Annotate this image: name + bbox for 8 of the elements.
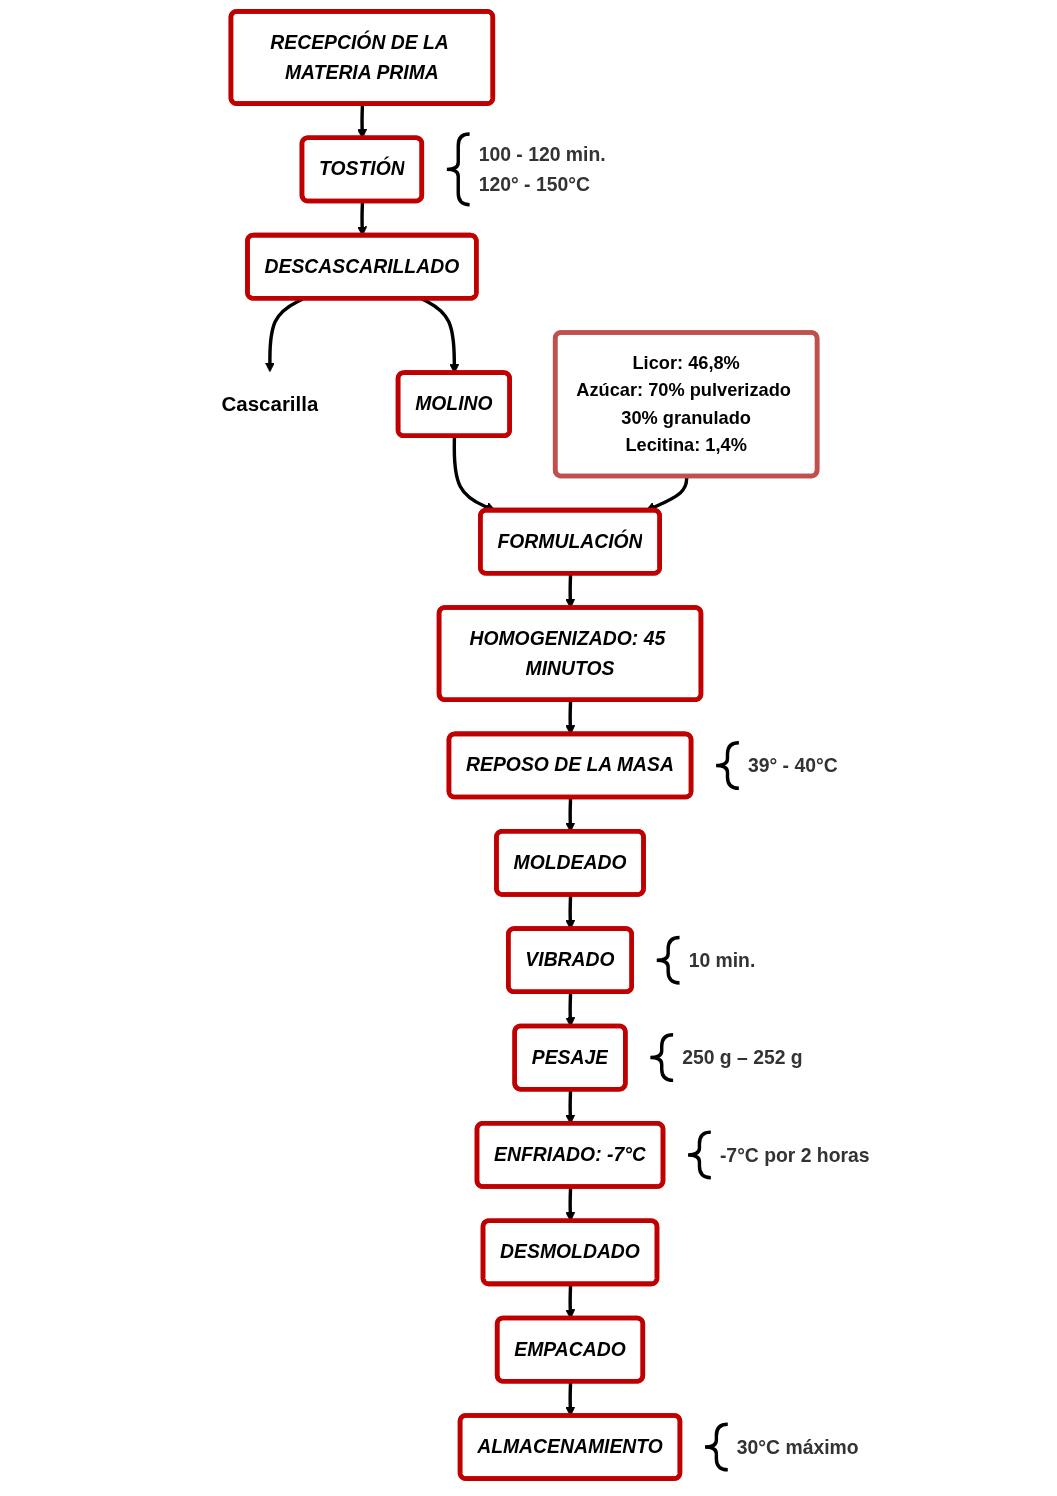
annotation-text: 120° - 150°C [478, 173, 590, 195]
node-text: Cascarilla [221, 392, 319, 416]
annotation-text: -7°C por 2 horas [719, 1143, 870, 1166]
annotation-text: 250 g – 252 g [682, 1046, 803, 1069]
annotation-text: 10 min. [688, 949, 756, 972]
annotation-text: 30°C máximo [736, 1435, 859, 1458]
annotation-text: 39° - 40°C [748, 754, 838, 777]
annotation-text: 100 - 120 min. [478, 143, 606, 166]
